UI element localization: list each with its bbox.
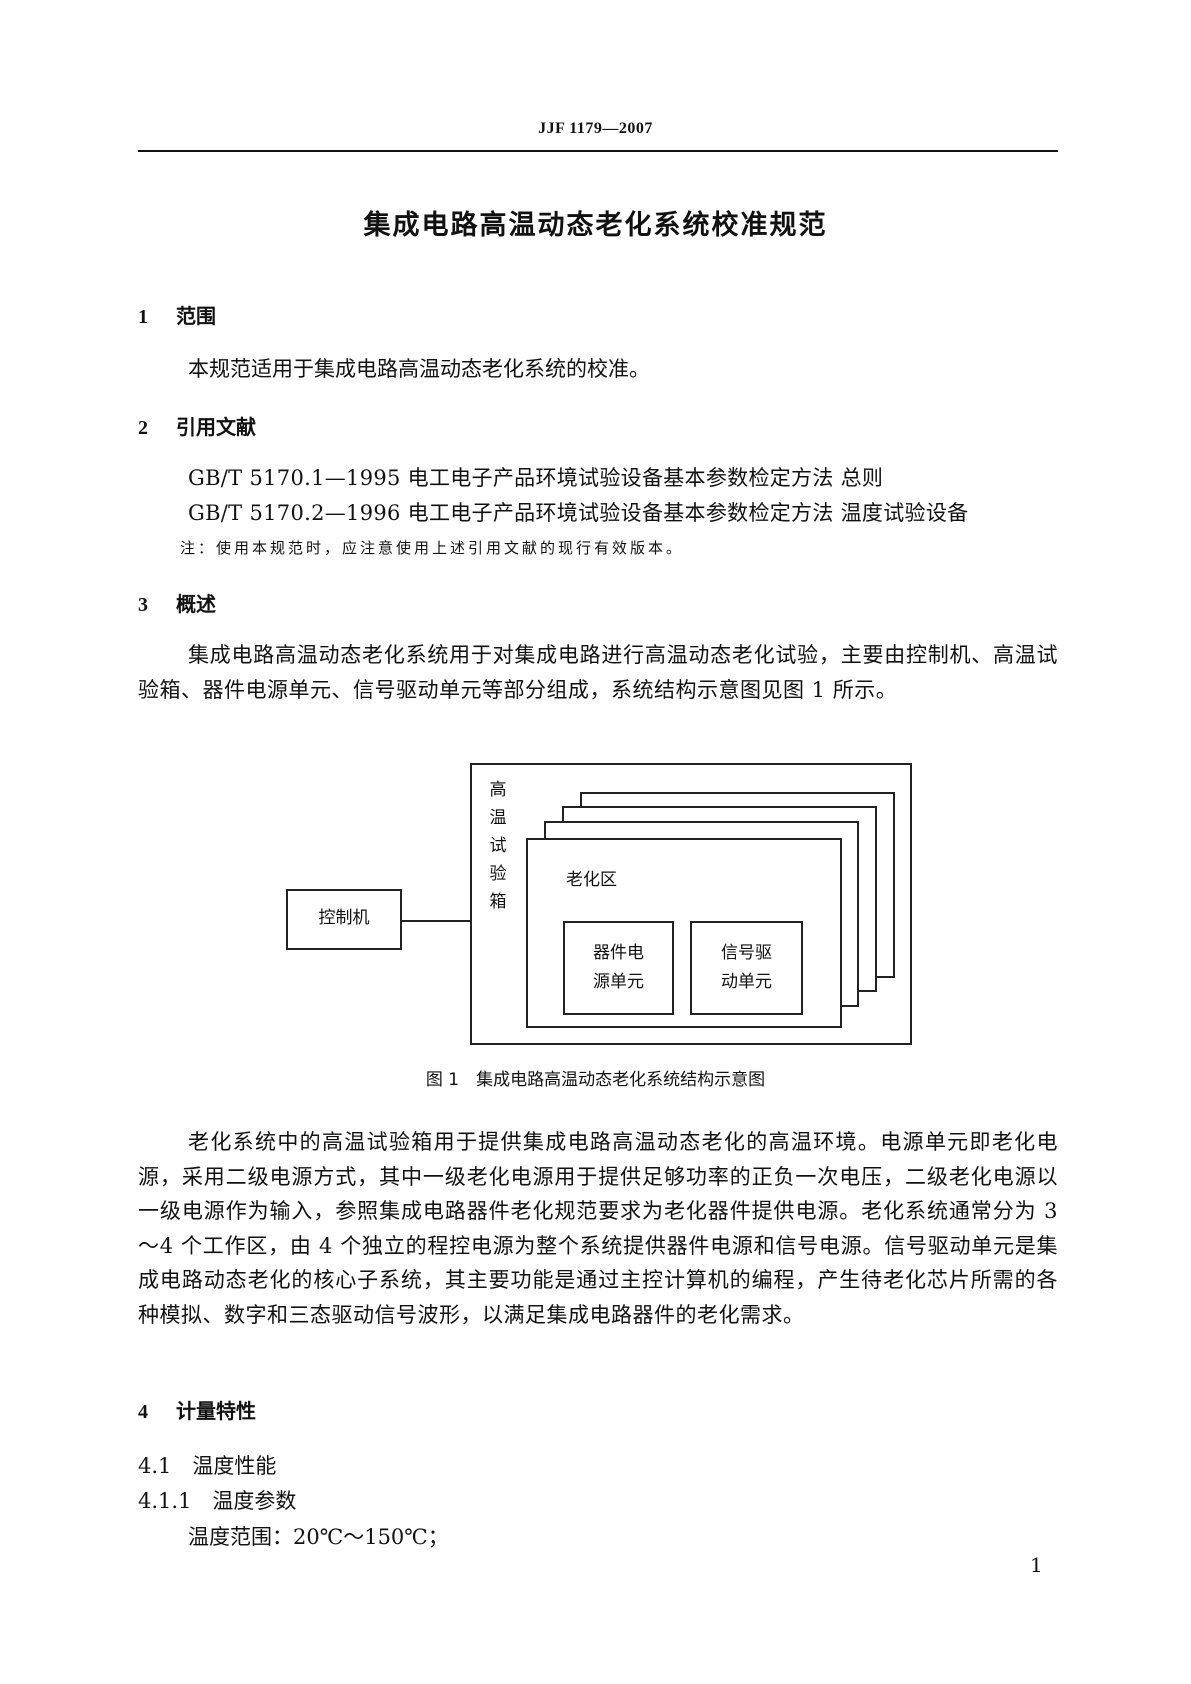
connection-line — [402, 920, 472, 922]
zone-box-back — [562, 806, 877, 992]
section-number: 2 — [138, 417, 148, 439]
signal-unit-label-line2: 动单元 — [721, 972, 772, 992]
chamber-char: 试 — [489, 836, 507, 856]
controller-label: 控制机 — [318, 908, 370, 928]
temperature-range-line: 温度范围：20℃～150℃； — [188, 1525, 449, 1549]
zone-box-back — [580, 792, 895, 978]
subsection-4-1-1: 4.1.1 温度参数 — [138, 1489, 297, 1513]
overview-paragraph: 集成电路高温动态老化系统用于对集成电路进行高温动态老化试验，主要由控制机、高温试… — [138, 643, 1058, 702]
controller-box — [286, 889, 402, 950]
section-3-heading: 3 概述 — [138, 588, 216, 617]
section-title: 计量特性 — [176, 1399, 256, 1423]
subsection-4-1: 4.1 温度性能 — [138, 1454, 277, 1478]
zone-box-front — [526, 838, 842, 1028]
section-title: 概述 — [176, 592, 216, 616]
document-header: JJF 1179—2007 — [538, 120, 653, 137]
power-unit-label-line2: 源单元 — [593, 972, 644, 992]
page-number: 1 — [1030, 1553, 1043, 1577]
section-number: 1 — [138, 306, 148, 328]
chamber-char: 验 — [489, 864, 507, 884]
signal-unit-label-line1: 信号驱 — [721, 943, 772, 963]
section-4-heading: 4 计量特性 — [138, 1395, 256, 1424]
header-rule — [138, 150, 1058, 152]
document-title: 集成电路高温动态老化系统校准规范 — [363, 210, 828, 241]
section-title: 范围 — [176, 304, 216, 328]
section-2-heading: 2 引用文献 — [138, 411, 256, 440]
reference-item: GB/T 5170.2—1996 电工电子产品环境试验设备基本参数检定方法 温度… — [188, 501, 969, 525]
power-unit-label-line1: 器件电 — [593, 943, 644, 963]
chamber-char: 箱 — [489, 892, 507, 912]
reference-note: 注：使用本规范时，应注意使用上述引用文献的现行有效版本。 — [180, 539, 685, 557]
section-1-body: 本规范适用于集成电路高温动态老化系统的校准。 — [188, 357, 650, 381]
zone-box-back — [544, 821, 859, 1007]
section-title: 引用文献 — [176, 415, 256, 439]
section-number: 4 — [138, 1401, 148, 1423]
reference-item: GB/T 5170.1—1995 电工电子产品环境试验设备基本参数检定方法 总则 — [188, 466, 884, 490]
zone-label: 老化区 — [566, 870, 617, 890]
signal-unit-box — [690, 921, 803, 1015]
section-1-heading: 1 范围 — [138, 300, 216, 329]
power-unit-box — [563, 921, 674, 1015]
description-paragraph: 老化系统中的高温试验箱用于提供集成电路高温动态老化的高温环境。电源单元即老化电源… — [138, 1130, 1058, 1327]
chamber-char: 温 — [489, 808, 507, 828]
chamber-box — [470, 763, 912, 1045]
section-number: 3 — [138, 594, 148, 616]
figure-caption: 图 1 集成电路高温动态老化系统结构示意图 — [425, 1070, 766, 1090]
chamber-char: 高 — [489, 780, 507, 800]
